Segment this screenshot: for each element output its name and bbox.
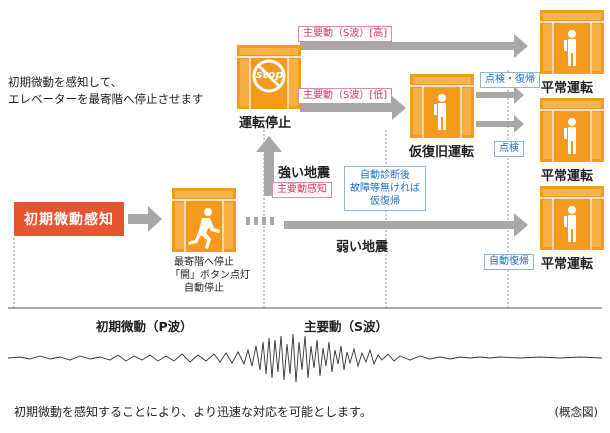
arrow-s-high — [300, 34, 528, 58]
nearest-stop-line-3: 自動停止 — [184, 283, 224, 294]
self-diag-line-3: 仮復帰 — [370, 196, 400, 207]
arrow-start-to-stop — [128, 206, 162, 232]
nearest-stop-caption: 最寄階へ停止 「開」ボタン点灯 自動停止 — [170, 256, 250, 295]
elevator-temp-restore-icon — [409, 73, 475, 139]
self-diagnosis-tag: 自動診断後 故障等無ければ 仮復帰 — [344, 166, 426, 211]
operation-stop-label: 運転停止 — [239, 116, 292, 131]
strong-quake-label: 強い地震 — [278, 166, 331, 181]
intro-text: 初期微動を感知して、 エレベーターを最寄階へ停止させます — [8, 74, 204, 108]
nearest-stop-line-2: 「開」ボタン点灯 — [170, 270, 250, 281]
nearest-stop-line-1: 最寄階へ停止 — [174, 257, 234, 268]
inspect-tag: 点検 — [494, 141, 524, 157]
s-wave-label: 主要動（S波） — [304, 319, 389, 334]
weak-quake-label: 弱い地震 — [336, 240, 389, 255]
main-motion-tag: 主要動感知 — [272, 182, 332, 198]
arrow-restore-to-normal-mid — [476, 115, 524, 133]
elevator-normal-mid-icon — [539, 97, 605, 163]
s-wave-low-tag: 主要動（S波）[低] — [298, 88, 393, 104]
normal-op-label-top: 平常運転 — [541, 81, 594, 96]
elevator-stop-icon — [236, 44, 302, 110]
temp-restore-label: 仮復旧運転 — [409, 145, 475, 160]
inspect-restore-tag: 点検・復帰 — [480, 72, 540, 88]
self-diag-line-1: 自動診断後 — [360, 170, 410, 181]
arrow-restore-to-normal-top — [476, 86, 524, 104]
arrow-s-low — [300, 96, 406, 120]
intro-line-2: エレベーターを最寄階へ停止させます — [8, 92, 204, 106]
seismic-waveform — [7, 333, 603, 383]
auto-restore-tag: 自動復帰 — [484, 254, 534, 270]
self-diag-line-2: 故障等無ければ — [350, 183, 420, 194]
elevator-normal-bottom-icon — [539, 185, 605, 251]
concept-diagram-note: (概念図) — [554, 405, 598, 419]
stop-icon-label: stop — [256, 68, 284, 81]
arrow-weak-quake — [284, 213, 528, 237]
initial-tremor-detect-box: 初期微動感知 — [14, 202, 124, 236]
elevator-normal-top-icon — [539, 9, 605, 75]
weak-quake-dashes — [246, 217, 274, 225]
p-wave-label: 初期微動（P波） — [96, 319, 193, 334]
arrow-up-strong — [256, 136, 282, 196]
s-wave-high-tag: 主要動（S波）[高] — [298, 26, 393, 42]
footer-text: 初期微動を感知することにより、より迅速な対応を可能とします。 — [14, 405, 372, 419]
elevator-nearest-stop-icon — [171, 187, 237, 253]
normal-op-label-mid: 平常運転 — [541, 169, 594, 184]
intro-line-1: 初期微動を感知して、 — [8, 75, 123, 89]
flow-arrows — [128, 34, 528, 237]
normal-op-label-bottom: 平常運転 — [541, 257, 594, 272]
